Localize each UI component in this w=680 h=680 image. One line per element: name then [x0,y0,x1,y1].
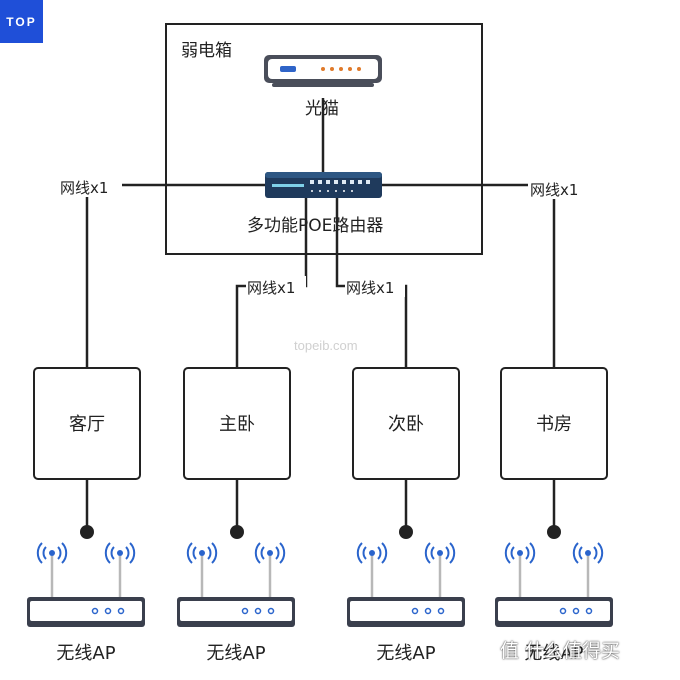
wifi-signal-icon [104,542,136,564]
room-box-master: 主卧 [183,367,291,480]
cable-label-text: 网线x1 [530,181,578,199]
wall-plate-dot [230,525,244,539]
wifi-signal-icon [504,542,536,564]
cable-label-text: 网线x1 [247,279,295,297]
top-logo: TOP [0,0,43,43]
router-icon [265,172,382,198]
room-label: 次卧 [388,414,424,435]
wifi-signal-icon [36,542,68,564]
ap-label: 无线AP [206,643,265,664]
access-point-master [177,542,295,627]
wall-plate-dots [80,525,561,539]
cable-label-second: 网线x1 [345,276,405,297]
ap-label: 无线AP [524,643,583,664]
access-point-living [27,542,145,627]
weak-current-box [165,23,483,255]
cable-label-living: 网线x1 [58,176,122,197]
room-box-living: 客厅 [33,367,141,480]
wall-plate-dot [399,525,413,539]
room-label: 客厅 [69,414,105,435]
ap-label: 无线AP [376,643,435,664]
cable-label-text: 网线x1 [346,279,394,297]
box-title: 弱电箱 [181,41,232,61]
link-living-room [85,183,265,368]
room-box-second: 次卧 [352,367,460,480]
router-label: 多功能POE路由器 [247,216,383,236]
wall-plate-dot [80,525,94,539]
wall-plate-dot [547,525,561,539]
link-study [382,183,556,368]
room-box-study: 书房 [500,367,608,480]
access-point-study [495,542,613,627]
wifi-signal-icon [356,542,388,564]
wifi-signal-icon [186,542,218,564]
site-watermark: topeib.com [294,338,358,353]
wifi-signal-icon [572,542,604,564]
room-label: 主卧 [219,414,255,435]
wifi-signal-icon [424,542,456,564]
ap-label: 无线AP [56,643,115,664]
wifi-signal-icon [254,542,286,564]
cable-label-text: 网线x1 [60,179,108,197]
modem-icon [264,55,382,87]
corner-watermark: 值 什么值得买 [500,640,621,662]
room-label: 书房 [536,414,572,435]
access-point-second [347,542,465,627]
cable-label-study: 网线x1 [528,178,590,199]
cable-label-master: 网线x1 [246,276,306,297]
modem-label: 光猫 [305,99,339,119]
wall-plate-leads [85,479,556,532]
